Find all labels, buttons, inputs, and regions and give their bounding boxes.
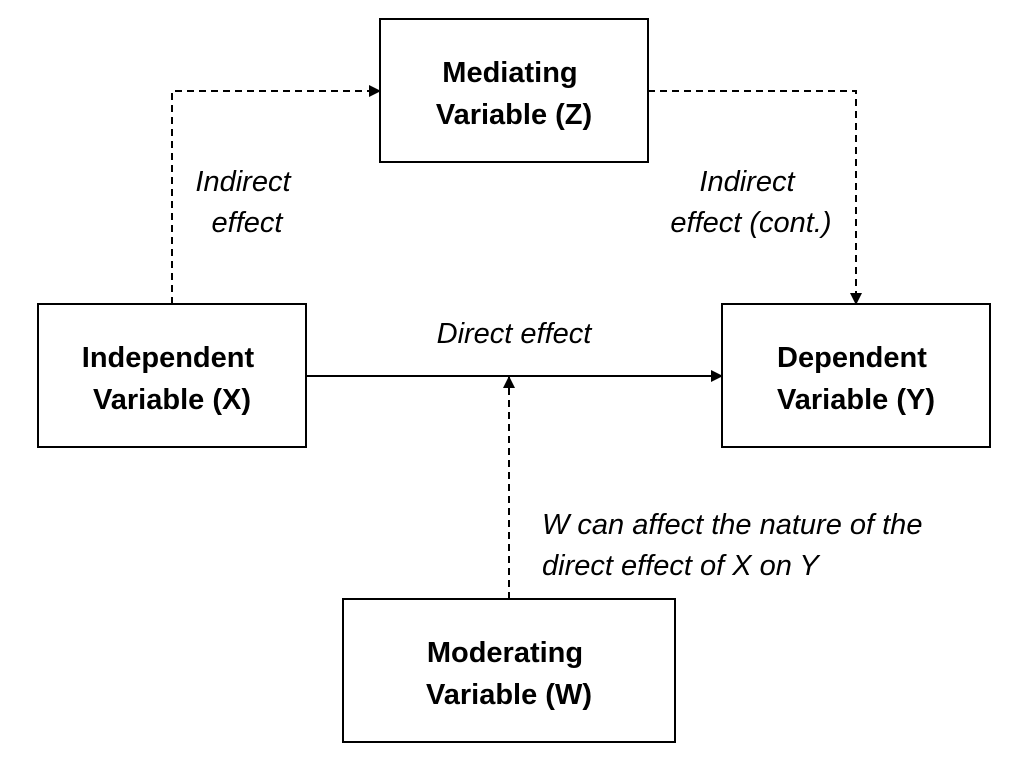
indirect-effect-arrow-z-to-y <box>648 90 862 305</box>
indirect-effect-label-left-line2: effect <box>212 207 285 239</box>
moderation-label-line2: direct effect of X on Y <box>542 550 821 582</box>
indirect-effect-label-left: Indirect effect <box>195 166 298 239</box>
moderating-variable-label-line2: Variable (W) <box>426 679 592 711</box>
moderating-variable-label: Moderating Variable (W) <box>426 637 592 711</box>
mediating-variable-label: Mediating Variable (Z) <box>436 57 592 131</box>
independent-variable-box <box>37 303 307 448</box>
dependent-variable-box <box>721 303 991 448</box>
dependent-variable-label: Dependent Variable (Y) <box>777 342 935 416</box>
indirect-effect-label-right: Indirect effect (cont.) <box>670 166 831 239</box>
mediating-variable-label-line1: Mediating <box>442 57 577 89</box>
moderation-label-line1: W can affect the nature of the <box>542 509 922 541</box>
indirect-effect-label-left-line1: Indirect <box>195 166 292 198</box>
indirect-effect-arrow-x-to-z <box>171 85 381 304</box>
dependent-variable-label-line1: Dependent <box>777 342 927 374</box>
independent-variable-label-line2: Variable (X) <box>93 384 251 416</box>
independent-variable-label-line1: Independent <box>82 342 255 374</box>
mediating-variable-label-line2: Variable (Z) <box>436 99 592 131</box>
mediating-variable-box <box>379 18 649 163</box>
moderating-variable-label-line1: Moderating <box>427 637 583 669</box>
moderation-label: W can affect the nature of the direct ef… <box>542 509 931 582</box>
mediating-variable-node: Mediating Variable (Z) <box>379 18 649 163</box>
independent-variable-label: Independent Variable (X) <box>82 342 262 416</box>
moderating-variable-box <box>342 598 676 743</box>
direct-effect-label: Direct effect <box>437 318 594 350</box>
independent-variable-node: Independent Variable (X) <box>37 303 307 448</box>
dependent-variable-label-line2: Variable (Y) <box>777 384 935 416</box>
indirect-effect-label-right-line1: Indirect <box>699 166 796 198</box>
indirect-effect-label-right-line2: effect (cont.) <box>670 207 831 239</box>
dependent-variable-node: Dependent Variable (Y) <box>721 303 991 448</box>
moderating-variable-node: Moderating Variable (W) <box>342 598 676 743</box>
